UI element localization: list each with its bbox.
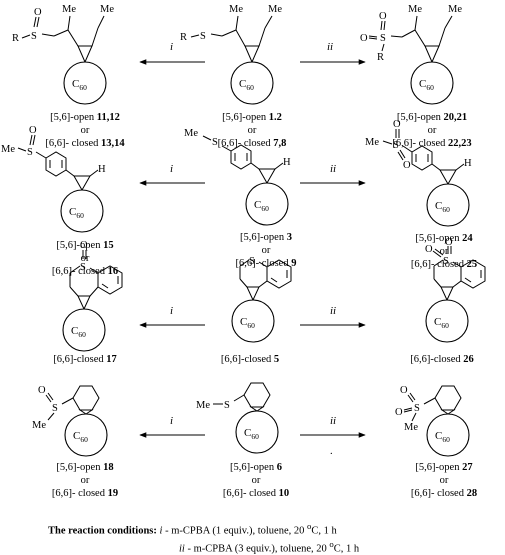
atom-h: H bbox=[98, 164, 106, 175]
atom-o: O bbox=[403, 160, 411, 171]
condition-ii-text: - m-CPBA (3 equiv.), toluene, 20 bbox=[185, 543, 330, 554]
structure-1-2: C60 S R Me Me bbox=[180, 4, 282, 104]
atom-o: O bbox=[379, 11, 387, 22]
atom-s: S bbox=[443, 256, 449, 267]
compound-label: [6,6]-closed 17 bbox=[53, 354, 117, 365]
atom-me: Me bbox=[62, 4, 76, 15]
atom-me: Me bbox=[1, 144, 15, 155]
arrow-label-i: i bbox=[170, 163, 173, 175]
arrow-label-i: i bbox=[170, 41, 173, 53]
atom-me: Me bbox=[32, 420, 46, 431]
atom-o: O bbox=[29, 125, 37, 136]
atom-o: O bbox=[80, 240, 88, 251]
atom-s: S bbox=[200, 31, 206, 42]
atom-o: O bbox=[445, 237, 453, 248]
atom-s: S bbox=[80, 262, 86, 273]
atom-s: S bbox=[393, 140, 399, 151]
or-label: or bbox=[428, 125, 437, 136]
arrow-label-i: i bbox=[170, 305, 173, 317]
condition-ii-tail: C, 1 h bbox=[334, 543, 359, 554]
atom-o: O bbox=[425, 244, 433, 255]
reaction-scheme: C60 O S R Me Me [5,6]-open 11,12 or [6,6… bbox=[0, 0, 505, 515]
arrow-label-ii: ii bbox=[330, 415, 336, 427]
compound-label: [6,6]- closed 10 bbox=[223, 488, 289, 499]
atom-me: Me bbox=[365, 137, 379, 148]
compound-label: [6,6]- closed 19 bbox=[52, 488, 118, 499]
structure-17: C60 S O bbox=[63, 240, 122, 351]
arrow-label-i: i bbox=[170, 415, 173, 427]
atom-h: H bbox=[283, 157, 291, 168]
compound-label: [5,6]-open 11,12 bbox=[50, 112, 120, 123]
compound-label: [6,6]-closed 26 bbox=[410, 354, 474, 365]
compound-label: [6,6]- closed 9 bbox=[236, 258, 297, 269]
atom-me: Me bbox=[404, 422, 418, 433]
atom-o: O bbox=[38, 385, 46, 396]
or-label: or bbox=[440, 475, 449, 486]
conditions-heading: The reaction conditions: bbox=[48, 526, 157, 537]
compound-label: [5,6]-open 6 bbox=[230, 462, 282, 473]
atom-s: S bbox=[212, 137, 218, 148]
atom-o: O bbox=[34, 7, 42, 18]
conditions-line-2: ii - m-CPBA (3 equiv.), toluene, 20 oC, … bbox=[48, 538, 488, 555]
conditions-line-1: The reaction conditions: i - m-CPBA (1 e… bbox=[48, 520, 488, 538]
atom-me: Me bbox=[268, 4, 282, 15]
compound-label: [5,6]-open 20,21 bbox=[397, 112, 467, 123]
atom-s: S bbox=[414, 403, 420, 414]
compound-label: [5,6]-open 3 bbox=[240, 232, 292, 243]
atom-r: R bbox=[12, 33, 19, 44]
compound-label: [6,6]- closed 7,8 bbox=[218, 138, 287, 149]
structure-26: C60 S O O bbox=[425, 237, 485, 342]
compound-label: [6,6]- closed 13,14 bbox=[45, 138, 125, 149]
atom-me: Me bbox=[196, 400, 210, 411]
structure-20-21: C60 S O O R Me Me bbox=[360, 4, 462, 104]
compound-label: [5,6]-open 27 bbox=[415, 462, 472, 473]
atom-s: S bbox=[27, 147, 33, 158]
structure-11-12: C60 O S R Me Me bbox=[12, 4, 114, 104]
atom-me: Me bbox=[448, 4, 462, 15]
atom-r: R bbox=[377, 52, 384, 63]
structure-18-19: C60 S O Me bbox=[32, 385, 107, 456]
atom-o: O bbox=[395, 407, 403, 418]
compound-label: [5,6]-open 18 bbox=[56, 462, 113, 473]
atom-s: S bbox=[249, 256, 255, 267]
atom-s: S bbox=[52, 403, 58, 414]
or-label: or bbox=[81, 475, 90, 486]
arrow-label-ii: ii bbox=[330, 163, 336, 175]
atom-me: Me bbox=[100, 4, 114, 15]
compound-label: [6,6]- closed 28 bbox=[411, 488, 477, 499]
atom-me: Me bbox=[408, 4, 422, 15]
atom-o: O bbox=[393, 119, 401, 130]
compound-label: [6,6]-closed 5 bbox=[221, 354, 279, 365]
condition-i-text: - m-CPBA (1 equiv.), toluene, 20 bbox=[162, 526, 307, 537]
or-label: or bbox=[252, 475, 261, 486]
or-label: or bbox=[262, 245, 271, 256]
atom-s: S bbox=[380, 33, 386, 44]
or-label: or bbox=[81, 125, 90, 136]
arrow-label-ii: ii bbox=[330, 305, 336, 317]
atom-me: Me bbox=[229, 4, 243, 15]
condition-i-tail: C, 1 h bbox=[311, 526, 336, 537]
structure-6-10: C60 S Me bbox=[196, 383, 278, 453]
structure-27-28: C60 S O O Me bbox=[395, 385, 469, 456]
atom-o: O bbox=[400, 385, 408, 396]
stray-dot: . bbox=[330, 446, 333, 457]
atom-h: H bbox=[464, 158, 472, 169]
atom-o: O bbox=[360, 33, 368, 44]
atom-r: R bbox=[180, 32, 187, 43]
arrow-label-ii: ii bbox=[327, 41, 333, 53]
compound-label: [5,6]-open 1.2 bbox=[222, 112, 282, 123]
atom-s: S bbox=[224, 400, 230, 411]
atom-s: S bbox=[31, 31, 37, 42]
or-label: or bbox=[248, 125, 257, 136]
atom-me: Me bbox=[184, 128, 198, 139]
structure-24-25: C60 H S O O Me bbox=[365, 119, 472, 226]
